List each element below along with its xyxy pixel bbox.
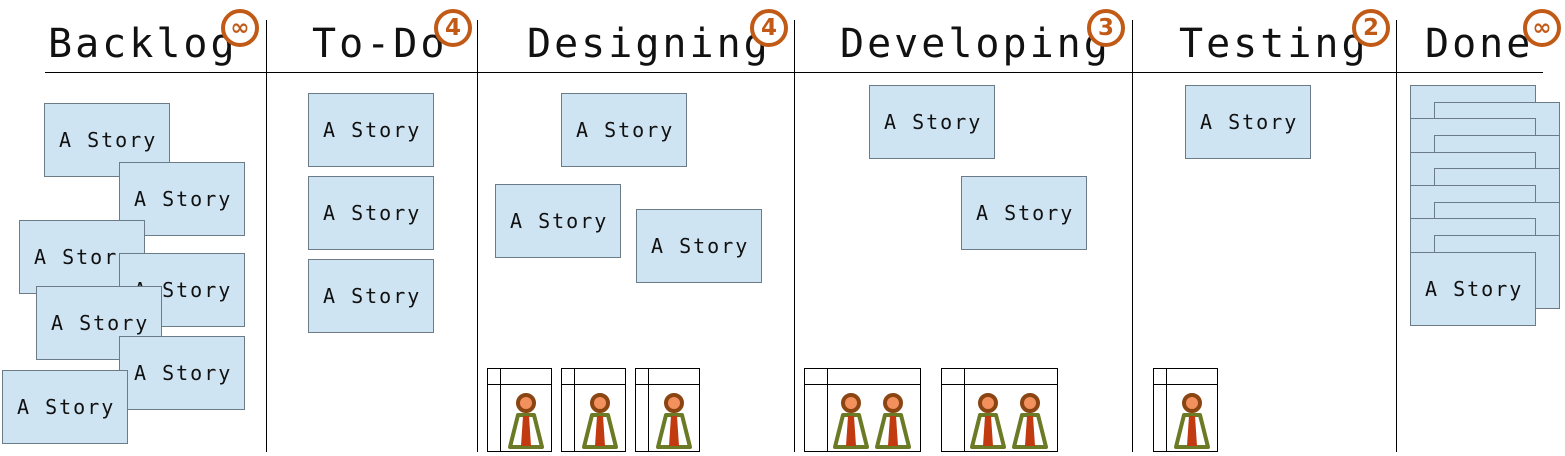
wip-limit-badge-testing: 2 xyxy=(1352,9,1390,47)
story-card[interactable]: A Story xyxy=(869,85,995,159)
person-icon xyxy=(582,393,618,449)
person-icon xyxy=(656,393,692,449)
story-card[interactable]: A Story xyxy=(495,184,621,258)
wip-limit-badge-todo: 4 xyxy=(434,9,472,47)
story-card[interactable]: A Story xyxy=(308,176,434,250)
person-icon xyxy=(1012,393,1048,449)
wip-limit-badge-developing: 3 xyxy=(1087,9,1125,47)
column-title-designing: Designing xyxy=(527,21,771,67)
story-card[interactable]: A Story xyxy=(308,259,434,333)
column-divider xyxy=(266,20,267,452)
person-icon xyxy=(875,393,911,449)
column-divider xyxy=(477,20,478,452)
story-card[interactable]: A Story xyxy=(1185,85,1311,159)
person-icon xyxy=(1174,393,1210,449)
wip-limit-badge-done: ∞ xyxy=(1523,9,1561,47)
worker-slot-developing xyxy=(804,368,921,452)
person-icon xyxy=(970,393,1006,449)
wip-limit-badge-designing: 4 xyxy=(750,9,788,47)
column-title-developing: Developing xyxy=(840,21,1111,67)
story-card[interactable]: A Story xyxy=(636,209,762,283)
person-icon xyxy=(833,393,869,449)
worker-slot-designing xyxy=(487,368,552,452)
story-card[interactable]: A Story xyxy=(961,176,1087,250)
story-card[interactable]: A Story xyxy=(561,93,687,167)
worker-slot-designing xyxy=(561,368,626,452)
column-divider xyxy=(794,20,795,452)
story-card[interactable]: A Story xyxy=(2,370,128,444)
story-card[interactable]: A Story xyxy=(308,93,434,167)
wip-limit-badge-backlog: ∞ xyxy=(221,9,259,47)
story-card[interactable]: A Story xyxy=(119,336,245,410)
column-title-backlog: Backlog xyxy=(48,21,238,67)
worker-slot-testing xyxy=(1153,368,1218,452)
column-title-testing: Testing xyxy=(1179,21,1369,67)
story-card[interactable]: A Story xyxy=(1410,252,1536,326)
worker-slot-developing xyxy=(941,368,1058,452)
column-divider xyxy=(1396,20,1397,452)
column-title-todo: To-Do xyxy=(312,21,448,67)
person-icon xyxy=(508,393,544,449)
column-divider xyxy=(1132,20,1133,452)
worker-slot-designing xyxy=(635,368,700,452)
column-title-done: Done xyxy=(1425,21,1534,67)
